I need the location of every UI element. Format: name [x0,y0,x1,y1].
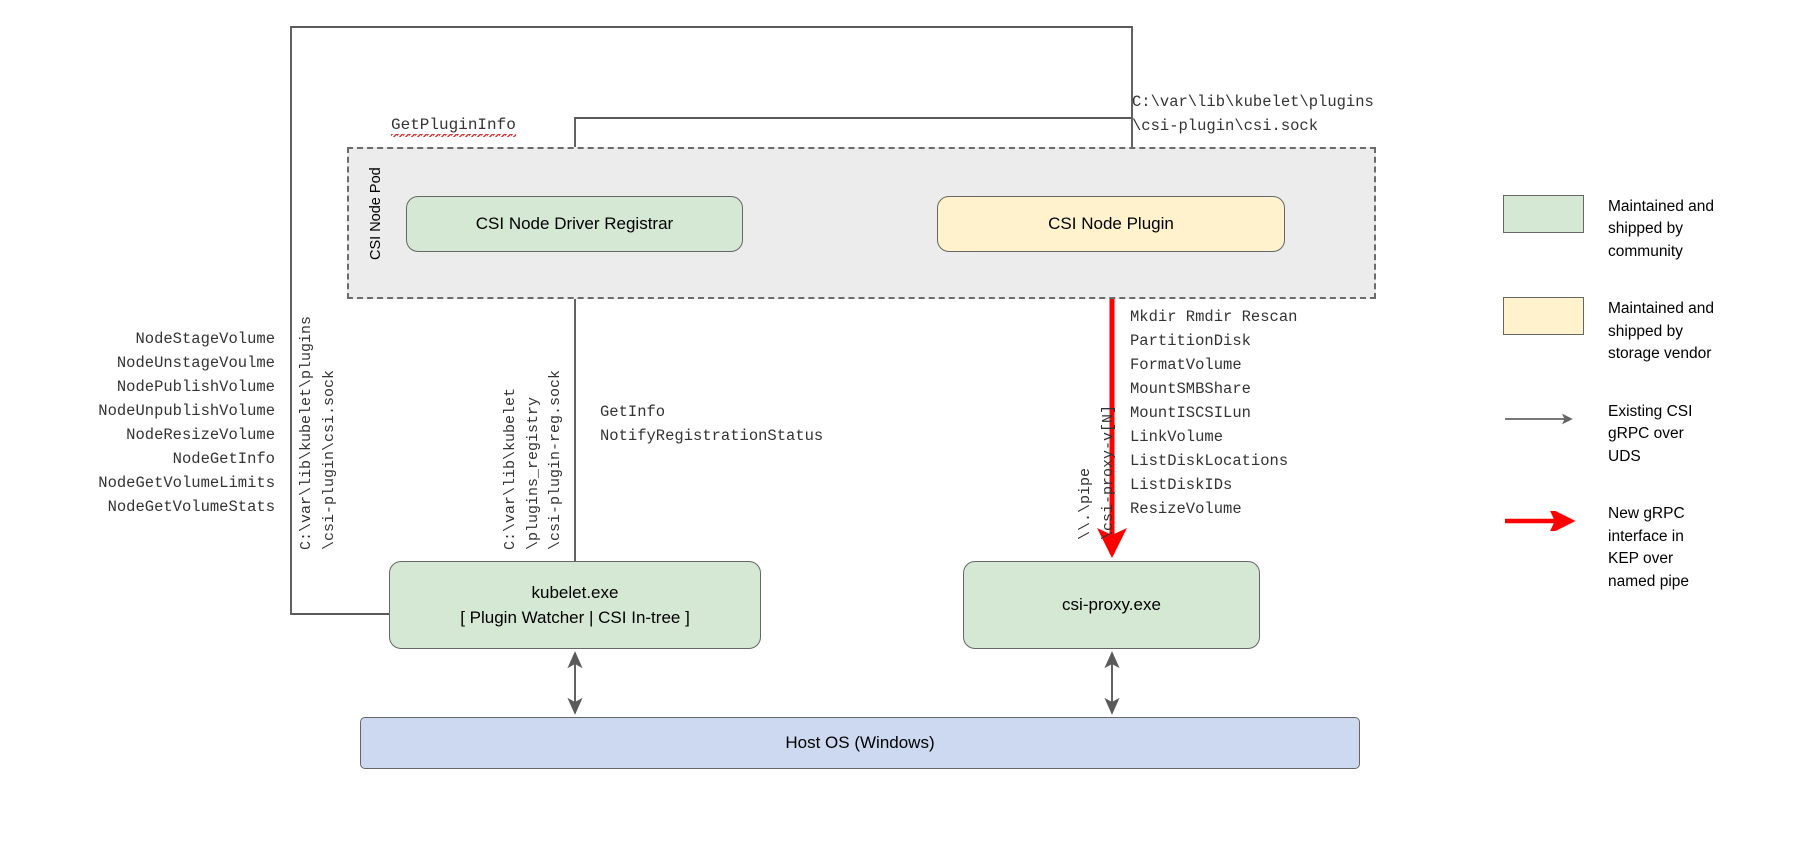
node-operation-item: NodeUnpublishVolume [98,402,275,421]
box-kubelet-exe[interactable]: kubelet.exe [ Plugin Watcher | CSI In-tr… [389,561,761,649]
label-rotated-named-pipe-path: \\.\pipe \csi-proxy-v[N] [1077,404,1117,540]
box-csi-proxy-exe-label: csi-proxy.exe [1062,595,1161,615]
box-csi-node-driver-registrar[interactable]: CSI Node Driver Registrar [406,196,743,252]
legend-label: Maintained and shipped by community [1608,198,1714,260]
legend-row: Existing CSI gRPC over UDS [1503,400,1803,468]
box-csi-node-plugin[interactable]: CSI Node Plugin [937,196,1285,252]
box-csi-node-driver-registrar-label: CSI Node Driver Registrar [475,214,674,234]
label-registrar-calls: GetInfo NotifyRegistrationStatus [600,403,824,446]
box-host-os[interactable]: Host OS (Windows) [360,717,1360,769]
proxy-operation-item: ListDiskLocations [1130,452,1289,471]
proxy-operation-item: FormatVolume [1130,356,1242,375]
box-csi-node-plugin-label: CSI Node Plugin [1048,214,1174,234]
legend-label: Existing CSI gRPC over UDS [1608,402,1693,465]
legend-arrow-icon [1503,502,1584,540]
legend-row: Maintained and shipped by community [1503,195,1803,263]
proxy-operation-item: MountSMBShare [1130,380,1251,399]
legend-row: Maintained and shipped by storage vendor [1503,297,1803,365]
legend-row: New gRPC interface in KEP over named pip… [1503,502,1803,593]
proxy-operation-item: MountISCSILun [1130,404,1251,423]
proxy-operation-item: ListDiskIDs [1130,476,1233,495]
proxy-operation-item: ResizeVolume [1130,500,1242,519]
node-operation-item: NodeGetVolumeLimits [98,474,275,493]
node-operation-item: NodeUnstageVoulme [116,354,275,373]
node-operation-item: NodeGetVolumeStats [107,498,275,517]
legend-arrow-icon [1503,400,1584,438]
node-operation-item: NodeResizeVolume [126,426,275,445]
box-kubelet-exe-label-line2: [ Plugin Watcher | CSI In-tree ] [460,608,690,627]
legend-color-swatch [1503,195,1584,233]
label-plugin-socket-path: C:\var\lib\kubelet\plugins \csi-plugin\c… [1132,93,1374,136]
node-operation-item: NodeGetInfo [172,450,275,469]
legend-label: Maintained and shipped by storage vendor [1608,300,1714,363]
box-host-os-label: Host OS (Windows) [785,733,935,753]
legend-label: New gRPC interface in KEP over named pip… [1608,505,1690,590]
node-operation-item: NodePublishVolume [116,378,275,397]
box-kubelet-exe-label-line1: kubelet.exe [531,582,619,602]
legend-color-swatch [1503,297,1584,336]
label-rotated-csi-socket-path: C:\var\lib\kubelet\plugins \csi-plugin\c… [298,315,338,550]
proxy-operation-item: Mkdir Rmdir Rescan [1130,308,1298,326]
node-operation-item: NodeStageVolume [135,330,275,348]
proxy-operation-item: PartitionDisk [1130,332,1251,351]
label-rotated-registration-socket-path: C:\var\lib\kubelet \plugins_registry \cs… [502,369,564,550]
proxy-operation-item: LinkVolume [1130,428,1224,447]
box-csi-proxy-exe[interactable]: csi-proxy.exe [963,561,1260,649]
csi-node-pod-label: CSI Node Pod [368,167,384,260]
label-get-plugin-info: GetPluginInfo [391,116,516,137]
